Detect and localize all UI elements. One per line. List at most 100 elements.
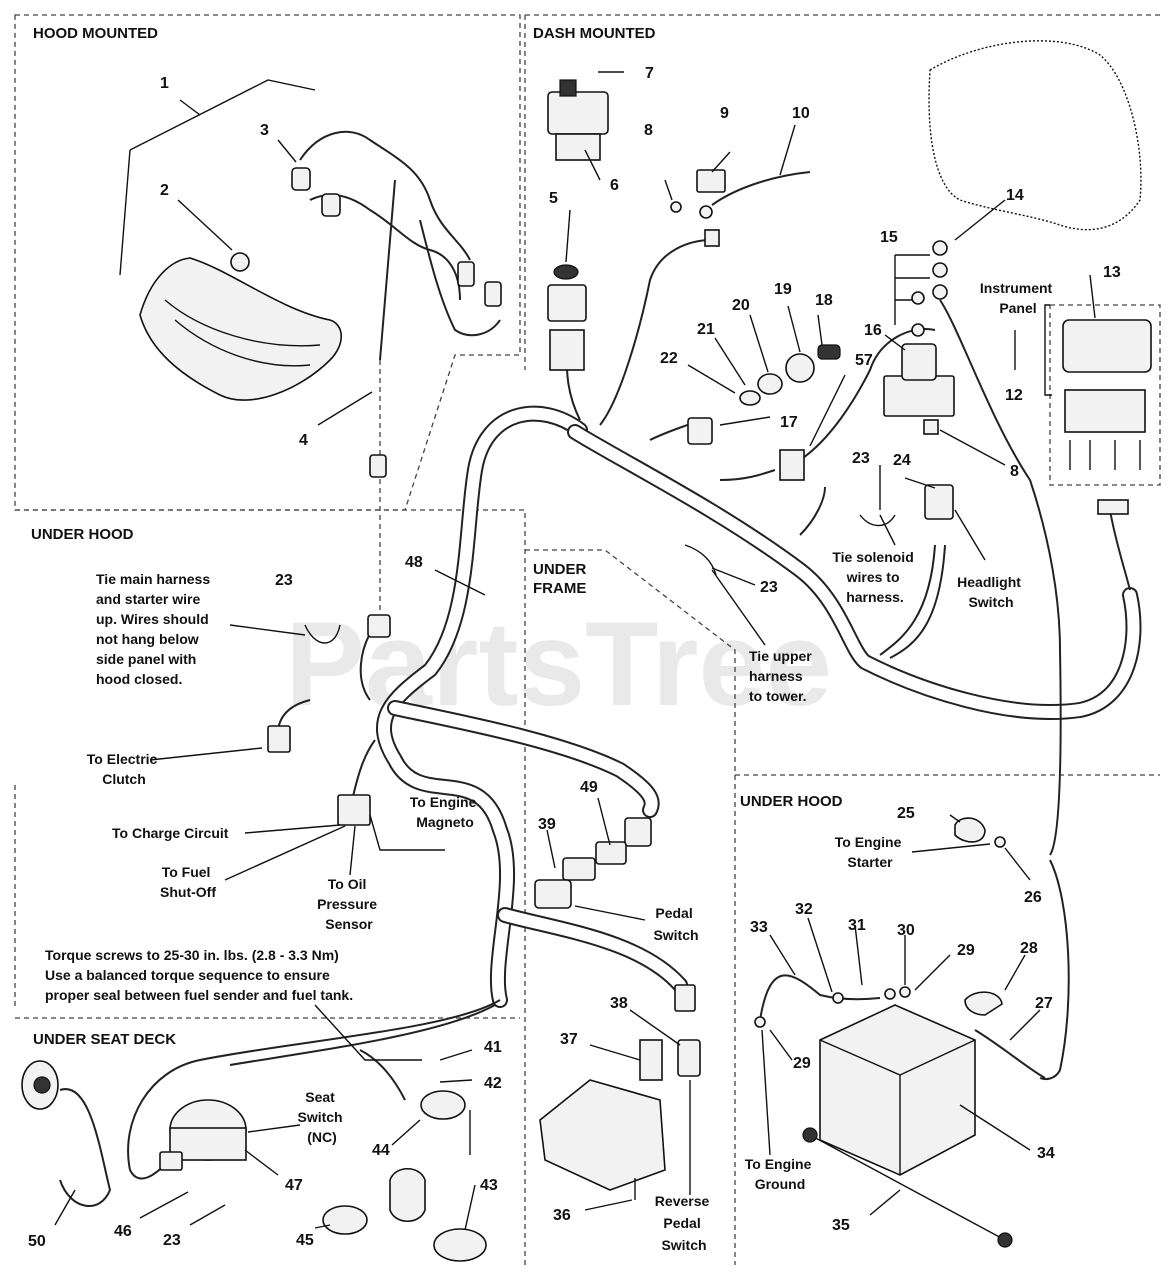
callout-1: 1: [160, 75, 169, 92]
note-seat-switch: Seat Switch (NC): [297, 1089, 346, 1145]
callout-33: 33: [750, 919, 768, 936]
pto-switch-icon: [547, 264, 587, 371]
note-oil-pressure: To Oil Pressure Sensor: [317, 876, 381, 932]
callout-8-solenoid: 8: [1010, 463, 1019, 480]
note-electric-clutch: To Electric Clutch: [87, 751, 161, 787]
callout-21: 21: [697, 321, 715, 338]
socket-icon: [321, 193, 341, 217]
callout-35: 35: [832, 1217, 850, 1234]
watermark: PartsTree: [285, 597, 832, 731]
callout-24: 24: [893, 452, 911, 469]
clutch-connector-icon: [267, 725, 291, 753]
section-under-frame-line1: UNDER: [533, 561, 587, 578]
callout-45: 45: [296, 1232, 314, 1249]
dash-panel-outline: [928, 40, 1142, 231]
callout-4: 4: [299, 432, 308, 449]
callout-16: 16: [864, 322, 882, 339]
callout-23-tower: 23: [760, 579, 778, 596]
section-hood-mounted: HOOD MOUNTED: [33, 25, 158, 42]
callout-50: 50: [28, 1233, 46, 1250]
battery-cables: [754, 817, 1046, 1079]
section-under-hood-right: UNDER HOOD: [740, 793, 843, 810]
connector-57-icon: [779, 449, 805, 481]
callout-23-seat: 23: [163, 1232, 181, 1249]
section-dash-mounted: DASH MOUNTED: [533, 25, 656, 42]
callout-15: 15: [880, 229, 898, 246]
callout-19: 19: [774, 281, 792, 298]
callout-46: 46: [114, 1223, 132, 1240]
callout-27: 27: [1035, 995, 1053, 1012]
tie-strap-icon: [304, 624, 341, 644]
callout-14: 14: [1006, 187, 1024, 204]
connector-39-icon: [562, 857, 596, 881]
callout-18: 18: [815, 292, 833, 309]
callout-13: 13: [1103, 264, 1121, 281]
callout-44: 44: [372, 1142, 390, 1159]
headlight-assembly: [139, 252, 343, 401]
note-engine-ground: To Engine Ground: [745, 1156, 816, 1192]
note-fuel-shutoff: To Fuel Shut-Off: [160, 864, 216, 900]
callout-22: 22: [660, 350, 678, 367]
callout-41: 41: [484, 1039, 502, 1056]
callout-7: 7: [645, 65, 654, 82]
connector-icon: [484, 281, 502, 307]
callout-29-ground: 29: [793, 1055, 811, 1072]
callout-34: 34: [1037, 1145, 1055, 1162]
callout-29: 29: [957, 942, 975, 959]
callout-48: 48: [405, 554, 423, 571]
note-pedal-switch: Pedal Switch: [653, 905, 698, 943]
section-under-frame-line2: FRAME: [533, 580, 586, 597]
callout-36: 36: [553, 1207, 571, 1224]
reverse-connector-icon: [674, 984, 696, 1012]
socket-icon: [291, 167, 311, 191]
callout-26: 26: [1024, 889, 1042, 906]
callout-5: 5: [549, 190, 558, 207]
callout-31: 31: [848, 917, 866, 934]
keyswitch-50-icon: [21, 1060, 112, 1207]
callout-57: 57: [855, 352, 873, 369]
callout-28: 28: [1020, 940, 1038, 957]
callout-23-dash: 23: [852, 450, 870, 467]
note-tie-upper: Tie upper harness to tower.: [749, 648, 816, 704]
tie-strap-icon: [859, 514, 896, 527]
note-reverse-pedal: Reverse Pedal Switch: [655, 1193, 713, 1253]
note-torque: Torque screws to 25-30 in. lbs. (2.8 - 3…: [45, 947, 353, 1003]
callout-25: 25: [897, 805, 915, 822]
callout-47: 47: [285, 1177, 303, 1194]
key-switch-parts: [687, 344, 841, 445]
callout-12: 12: [1005, 387, 1023, 404]
callout-43: 43: [480, 1177, 498, 1194]
callout-17: 17: [780, 414, 798, 431]
main-connector-icon: [367, 614, 391, 638]
reverse-switch-bracket-icon: [539, 1039, 701, 1200]
main-harness: [127, 171, 1142, 1180]
callout-49: 49: [580, 779, 598, 796]
section-borders: [14, 14, 1161, 1265]
battery-strap-icon: [802, 1127, 1013, 1248]
callout-numbers: 1 2 3 4 5 6 7 8 9 10 13 14 15 16 17 18 1…: [28, 65, 1121, 1250]
headlight-switch-icon: [924, 484, 954, 520]
callout-8: 8: [644, 122, 653, 139]
note-engine-magneto: To Engine Magneto: [410, 794, 481, 830]
pedal-switch-icon: [534, 879, 572, 909]
note-instrument-panel: Instrument Panel: [980, 280, 1056, 316]
instrument-panel-icon: [1062, 319, 1152, 515]
note-tie-solenoid: Tie solenoid wires to harness.: [832, 549, 917, 605]
tie-strap-icon: [684, 544, 717, 576]
callout-37: 37: [560, 1031, 578, 1048]
relay-icon: [670, 169, 726, 247]
callout-42: 42: [484, 1075, 502, 1092]
section-under-seat-deck: UNDER SEAT DECK: [33, 1031, 176, 1048]
note-tie-main: Tie main harness and starter wire up. Wi…: [96, 571, 214, 687]
section-under-hood-left: UNDER HOOD: [31, 526, 134, 543]
note-engine-starter: To Engine Starter: [835, 834, 906, 870]
battery-icon: [819, 1004, 976, 1176]
callout-6: 6: [610, 177, 619, 194]
solenoid-icon: [883, 240, 955, 435]
connector-49b-icon: [595, 841, 627, 865]
connector-icon: [457, 261, 475, 287]
callout-20: 20: [732, 297, 750, 314]
leader-lines: [54, 71, 1096, 1231]
callout-3: 3: [260, 122, 269, 139]
